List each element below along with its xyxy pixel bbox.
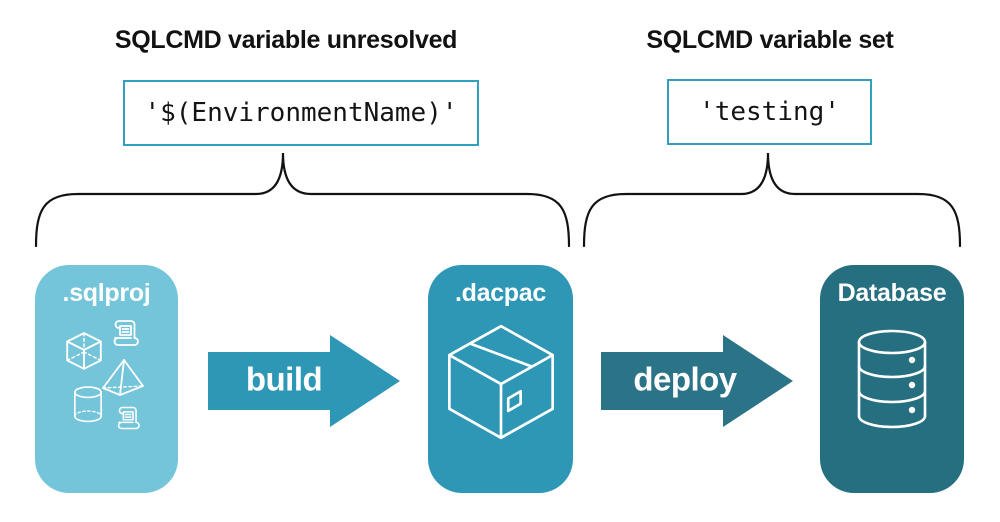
cylinder-icon xyxy=(73,386,103,423)
build-arrow: build xyxy=(205,331,403,431)
unresolved-variable-box: '$(EnvironmentName)' xyxy=(123,80,479,146)
deploy-arrow-label: deploy xyxy=(633,360,737,398)
right-annotation-heading: SQLCMD variable set xyxy=(646,26,894,54)
script-scroll-icon xyxy=(117,406,140,430)
cube-icon xyxy=(66,332,102,370)
script-scroll-icon xyxy=(113,320,139,346)
package-box-icon xyxy=(447,324,554,440)
database-node-label: Database xyxy=(837,279,947,307)
dacpac-node: .dacpac xyxy=(428,265,573,493)
database-node: Database xyxy=(820,265,964,493)
set-variable-text: 'testing' xyxy=(699,97,840,127)
deploy-arrow-shape xyxy=(601,335,793,427)
set-variable-box: 'testing' xyxy=(667,79,872,145)
right-brace xyxy=(582,152,962,248)
build-arrow-label: build xyxy=(245,360,323,398)
pyramid-icon xyxy=(102,359,144,396)
sqlproj-node: .sqlproj xyxy=(35,265,178,493)
sqlproj-icon-cluster xyxy=(35,265,178,493)
left-annotation-heading: SQLCMD variable unresolved xyxy=(114,26,458,54)
unresolved-variable-text: '$(EnvironmentName)' xyxy=(144,98,458,128)
deploy-arrow: deploy xyxy=(598,331,796,431)
database-cylinders-icon xyxy=(857,329,927,429)
build-arrow-shape xyxy=(208,335,400,427)
dacpac-node-label: .dacpac xyxy=(454,279,546,307)
sqlproj-node-label: .sqlproj xyxy=(62,279,151,307)
left-brace xyxy=(34,152,571,248)
